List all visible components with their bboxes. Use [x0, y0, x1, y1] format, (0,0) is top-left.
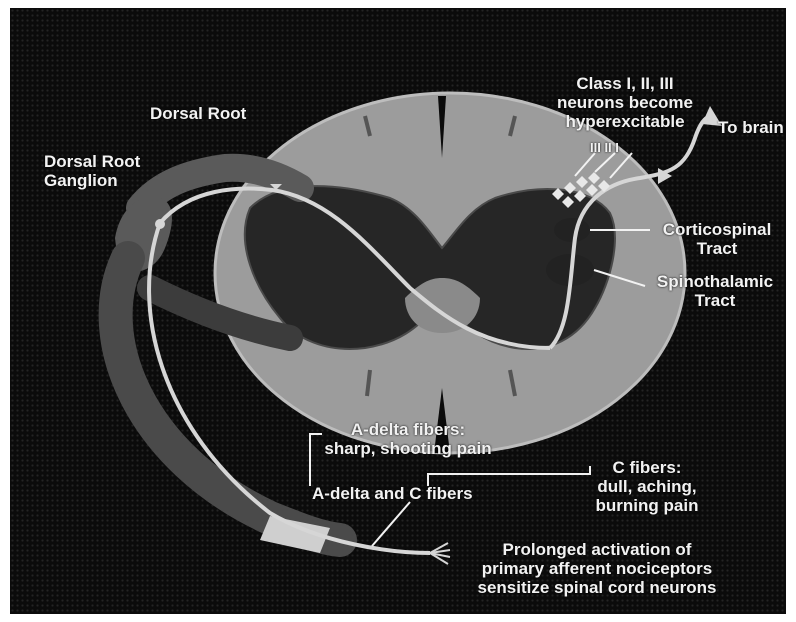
a-delta-fibers-label: A-delta fibers: sharp, shooting pain [310, 420, 506, 458]
to-brain-label: To brain [718, 118, 784, 137]
dorsal-root-ganglion-label: Dorsal Root Ganglion [44, 152, 140, 190]
spinothalamic-tract-label: Spinothalamic Tract [648, 272, 782, 310]
prolonged-activation-label: Prolonged activation of primary afferent… [462, 540, 732, 597]
ganglion-cell-body [155, 219, 165, 229]
diagram-canvas: Dorsal Root Dorsal Root Ganglion Class I… [10, 8, 786, 614]
corticospinal-tract-region [554, 218, 590, 242]
class-neurons-label: Class I, II, III neurons become hyperexc… [540, 74, 710, 131]
lamina-numerals-label: III II I [590, 138, 619, 157]
corticospinal-tract-label: Corticospinal Tract [652, 220, 782, 258]
nerve-ending-icon [430, 543, 450, 564]
c-fibers-label: C fibers: dull, aching, burning pain [582, 458, 712, 515]
dorsal-root-label: Dorsal Root [150, 104, 246, 123]
a-delta-and-c-fibers-label: A-delta and C fibers [312, 484, 473, 503]
